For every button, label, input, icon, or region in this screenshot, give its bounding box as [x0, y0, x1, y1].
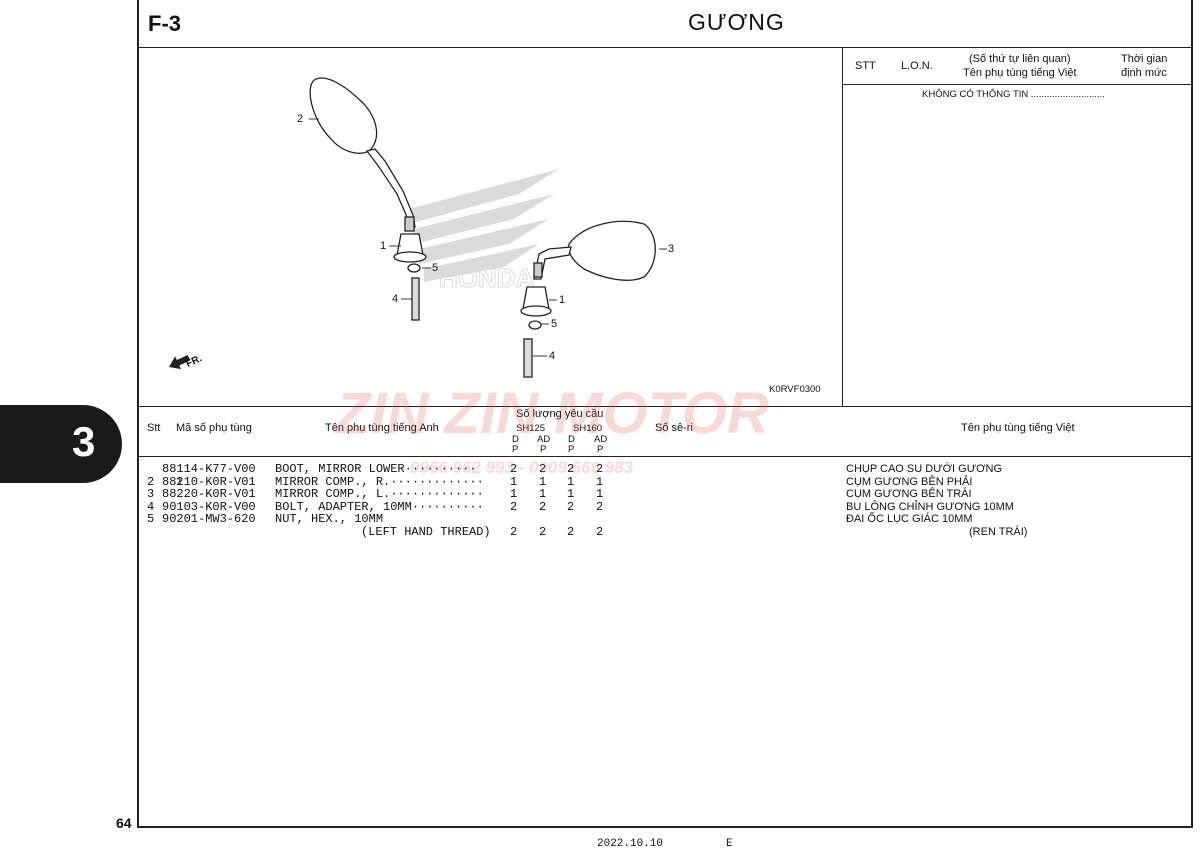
row-stt: 3: [147, 487, 155, 501]
row-qty-3: 1: [567, 474, 575, 489]
watermark-brand: ZIN ZIN MOTOR: [335, 381, 769, 446]
callout-3: 3: [668, 243, 675, 255]
related-col-stt: STT: [855, 60, 876, 72]
row-qty-4: 1: [596, 474, 604, 489]
row-qty-2: 1: [539, 474, 547, 489]
row-stt: 2: [147, 474, 155, 489]
table-col-name-en: Tên phụ tùng tiếng Anh: [325, 422, 439, 434]
row-name-en: NUT, HEX., 10MM: [275, 512, 384, 526]
row-qty-2: 2: [539, 462, 547, 476]
row-qty-1: 2: [510, 462, 518, 476]
row-qty-4: 2: [596, 462, 604, 476]
footer-edition: E: [726, 838, 733, 850]
row-stt: 1: [175, 474, 184, 489]
row-part-no: 88114-K77-V00: [162, 462, 256, 476]
svg-text:HONDA: HONDA: [439, 263, 535, 293]
honda-wing-background: HONDA: [409, 169, 559, 294]
row-name-en: BOOT, MIRROR LOWER··········: [275, 462, 477, 476]
row-name-en: MIRROR COMP., R.·············: [275, 474, 484, 489]
page-title: GƯƠNG: [688, 9, 785, 35]
row-qty-2: 2: [539, 524, 547, 539]
watermark-phone: 0966 962 993 - 0909 666 983: [410, 458, 634, 477]
row-name-vn-note: (REN TRÁI): [969, 525, 1028, 538]
related-col-ref-2: Tên phụ tùng tiếng Việt: [963, 67, 1077, 79]
table-col-stt: Stt: [147, 422, 161, 434]
callout-leaders: [309, 118, 667, 357]
table-row: 1: [147, 463, 183, 501]
exploded-diagram: HONDA: [169, 77, 667, 378]
sub-col2-2: P: [540, 444, 547, 455]
row-name-vn: CỤM GƯƠNG BÊN PHẢI: [846, 475, 973, 488]
row-part-no: 90201-MW3-620: [162, 512, 256, 526]
diagram-divider: [137, 406, 1193, 407]
section-tab-number: 3: [72, 418, 96, 465]
related-col-time-2: định mức: [1121, 67, 1167, 79]
sub-col2-1: P: [512, 444, 519, 455]
row-qty-4: 2: [596, 499, 604, 514]
row-part-no: 88220-K0R-V01: [162, 487, 256, 501]
callout-4-left: 4: [392, 293, 399, 305]
section-code: F-3: [148, 11, 181, 36]
diagram-ref-code: K0RVF0300: [769, 384, 821, 395]
mirror-left-drawing: [309, 77, 427, 321]
mirror-right-drawing: [520, 220, 656, 378]
table-col-part-no: Mã số phụ tùng: [176, 422, 252, 434]
row-name-vn: CHỤP CAO SU DƯỚI GƯƠNG: [846, 463, 1003, 475]
callout-2: 2: [297, 113, 304, 125]
related-col-lon: L.O.N.: [901, 60, 933, 72]
page-number: 64: [116, 815, 132, 831]
row-part-no: 90103-K0R-V00: [162, 499, 256, 514]
row-qty-1: 1: [510, 487, 518, 501]
row-name-vn: BU LÔNG CHỈNH GƯƠNG 10MM: [846, 500, 1014, 513]
callout-5-right: 5: [551, 318, 558, 330]
related-col-ref-1: (Số thứ tự liên quan): [969, 53, 1071, 65]
row-name-vn: ĐAI ỐC LỤC GIÁC 10MM: [846, 513, 973, 525]
table-col-serial: Số sê-ri: [655, 422, 693, 434]
sub-col2-3: P: [568, 444, 575, 455]
related-note: KHÔNG CÓ THÔNG TIN .....................…: [922, 89, 1105, 100]
front-arrow: [169, 354, 191, 370]
row-qty-3: 2: [567, 462, 575, 476]
sub-col-3: D: [568, 434, 575, 445]
row-name-en: BOLT, ADAPTER, 10MM··········: [275, 499, 484, 514]
sub-col-4: AD: [594, 434, 608, 445]
row-qty-1: 2: [510, 499, 518, 514]
footer-date: 2022.10.10: [597, 838, 664, 850]
callout-5-left: 5: [432, 262, 439, 274]
row-name-en-note: (LEFT HAND THREAD): [361, 524, 491, 539]
callout-1-left: 1: [380, 240, 387, 252]
row-part-no: 88210-K0R-V01: [162, 474, 256, 489]
row-name-vn: CỤM GƯƠNG BÊN TRÁI: [846, 488, 972, 500]
row-qty-1: 1: [510, 474, 518, 489]
row-qty-2: 1: [539, 487, 547, 501]
related-panel-header-divider: [842, 84, 1193, 85]
row-qty-1: 2: [510, 524, 518, 539]
table-col-name-vn: Tên phụ tùng tiếng Việt: [961, 422, 1075, 434]
row-qty-2: 2: [539, 499, 547, 514]
row-stt: 5: [147, 512, 155, 526]
table-col-qty: Số lượng yêu cầu: [516, 408, 604, 420]
sub-col2-4: P: [597, 444, 604, 455]
sub-col-1: D: [512, 434, 519, 445]
row-stt: 4: [147, 499, 155, 514]
page-frame: [137, 0, 1193, 828]
related-col-time-1: Thời gian: [1121, 53, 1168, 65]
row-qty-3: 1: [567, 487, 575, 501]
row-name-en: MIRROR COMP., L.·············: [275, 487, 484, 501]
model-sh160: SH160: [573, 423, 603, 434]
section-tab: [0, 405, 122, 483]
related-panel-border: [842, 47, 843, 406]
callout-4-right: 4: [549, 350, 556, 362]
row-qty-3: 2: [567, 524, 575, 539]
row-qty-4: 1: [596, 487, 604, 501]
header-divider: [137, 47, 1193, 48]
sub-col-2: AD: [537, 434, 551, 445]
callout-1-right: 1: [559, 294, 566, 306]
model-sh125: SH125: [516, 423, 546, 434]
row-qty-4: 2: [596, 524, 604, 539]
row-qty-3: 2: [567, 499, 575, 514]
table-header-divider: [137, 456, 1193, 457]
